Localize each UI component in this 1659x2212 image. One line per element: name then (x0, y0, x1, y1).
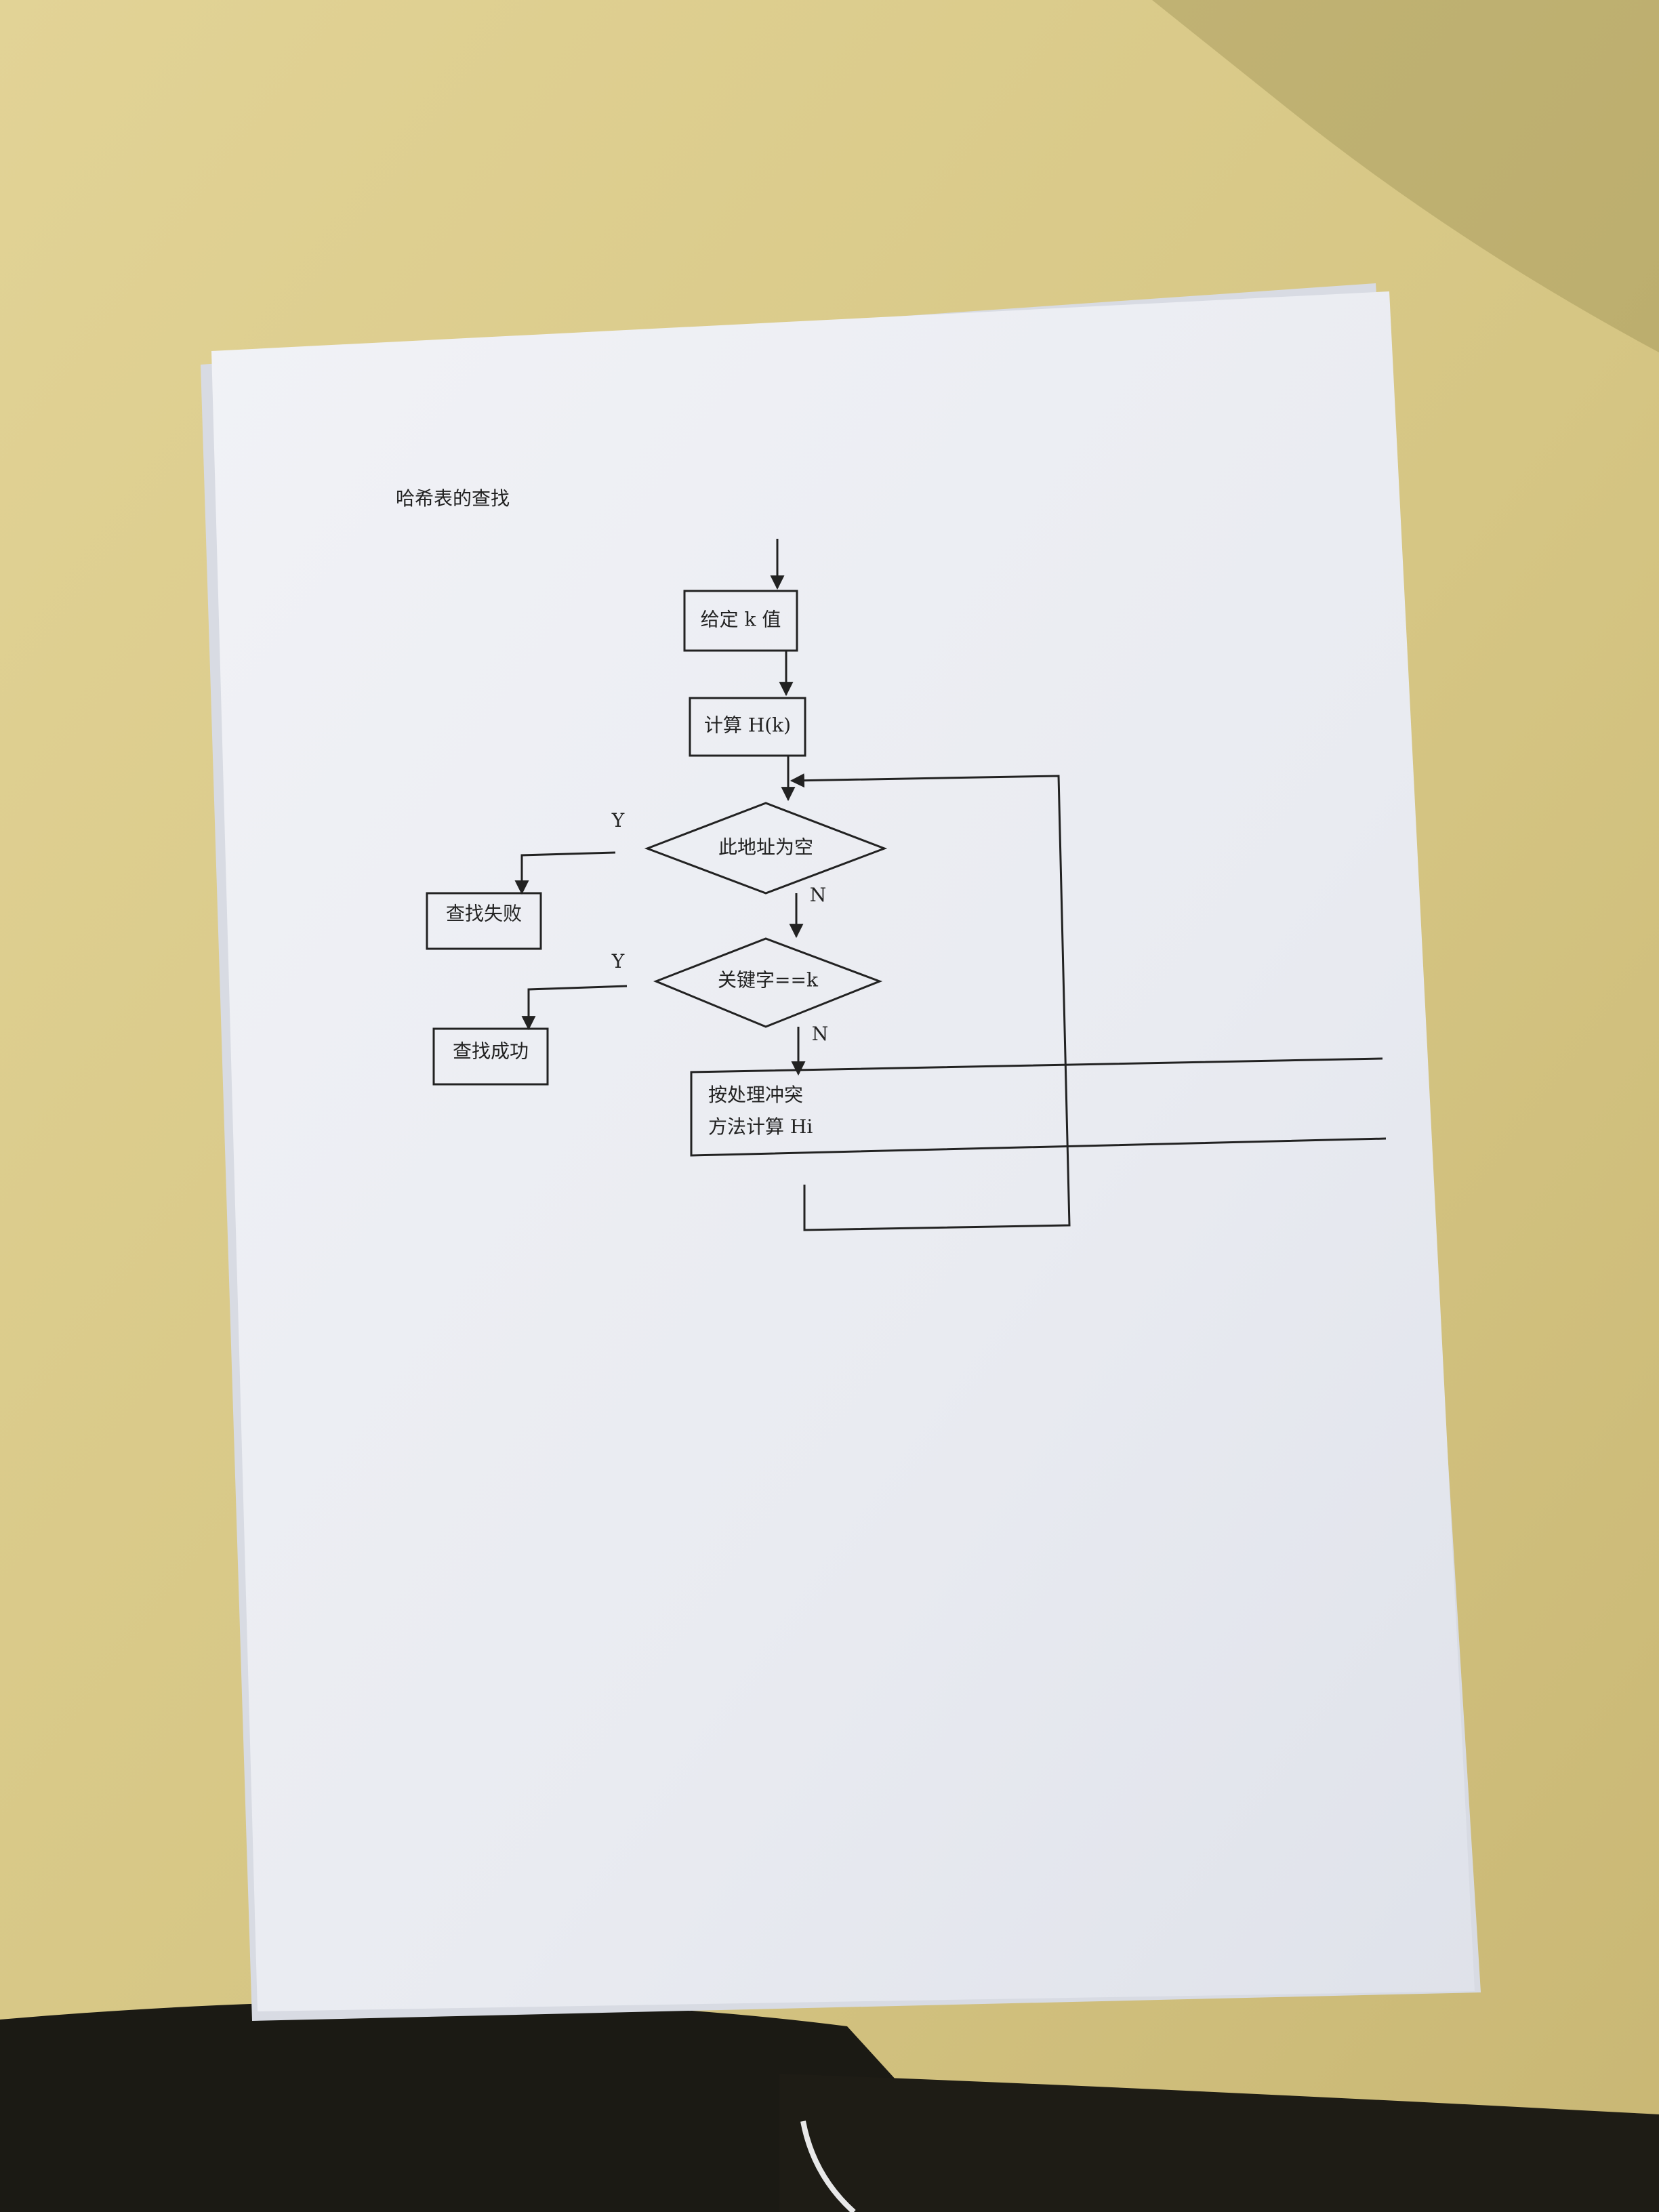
node-rehash-label-line1: 按处理冲突 (708, 1084, 803, 1106)
node-rehash-label-line2: 方法计算 Hi (708, 1115, 813, 1138)
arrow-empty-yes-to-fail (514, 851, 616, 895)
node-compute-hash (689, 697, 806, 757)
edge-label-empty-yes: Y (611, 809, 625, 832)
node-input-k (683, 590, 798, 652)
edge-label-empty-no: N (810, 884, 827, 906)
arrow-key-yes-to-success (521, 985, 628, 1031)
node-search-success (432, 1027, 549, 1086)
node-check-empty-label: 此地址为空 (718, 836, 813, 859)
edge-label-key-yes: Y (611, 950, 625, 972)
node-check-key (653, 937, 883, 1028)
node-search-success-label: 查找成功 (453, 1040, 529, 1063)
desk-shadow-bottom (0, 2001, 1017, 2212)
node-input-k-label: 给定 k 值 (701, 609, 781, 631)
cable (800, 2121, 856, 2212)
node-search-fail (426, 892, 542, 950)
node-rehash-box (690, 1057, 1387, 1157)
document-title: 哈希表的查找 (396, 487, 510, 510)
desk-shadow-top-right (1152, 0, 1659, 352)
node-check-key-label: 关键字==k (718, 969, 819, 991)
node-search-fail-label: 查找失败 (446, 903, 522, 925)
edge-label-key-no: N (812, 1023, 829, 1045)
node-compute-hash-label: 计算 H(k) (704, 714, 791, 737)
loop-back-line (790, 773, 1071, 1231)
desk-shadow-bottom-right (779, 2074, 1659, 2212)
node-check-empty (644, 802, 888, 895)
